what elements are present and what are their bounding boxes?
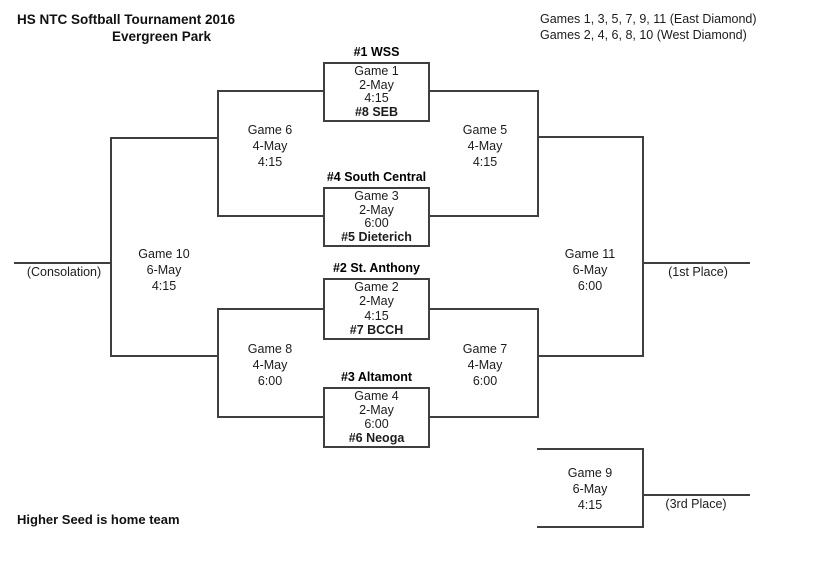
game1-box: Game 1 2-May 4:15 #8 SEB bbox=[323, 62, 430, 122]
game11-time: 6:00 bbox=[577, 279, 603, 293]
game6-bracket-vertical bbox=[217, 90, 219, 217]
game4-time: 6:00 bbox=[364, 417, 389, 431]
game6-feed-connector bbox=[110, 137, 219, 139]
game9-time: 4:15 bbox=[577, 498, 603, 512]
game5-feed-connector bbox=[537, 136, 644, 138]
game1-top-seed: #1 WSS bbox=[353, 45, 400, 59]
game5-label-group: Game 5 4-May 4:15 bbox=[435, 122, 535, 170]
third-place-label: (3rd Place) bbox=[665, 497, 727, 511]
consolation-line bbox=[14, 262, 112, 264]
game4-left-connector bbox=[217, 416, 325, 418]
game8-date: 4-May bbox=[252, 358, 288, 372]
game9-bottom-connector bbox=[537, 526, 644, 528]
game6-time: 4:15 bbox=[257, 155, 283, 169]
game10-time: 4:15 bbox=[151, 279, 177, 293]
game8-bracket-vertical bbox=[217, 308, 219, 418]
game4-top-seed: #3 Altamont bbox=[340, 370, 413, 384]
game9-bracket-vertical bbox=[642, 448, 644, 528]
game10-label-group: Game 10 6-May 4:15 bbox=[114, 246, 214, 294]
game4-bottom-seed: #6 Neoga bbox=[348, 431, 405, 445]
game2-right-connector bbox=[428, 308, 537, 310]
third-place-line bbox=[642, 494, 750, 496]
game10-bracket-vertical bbox=[110, 137, 112, 357]
venue-subtitle: Evergreen Park bbox=[112, 29, 212, 44]
game3-date: 2-May bbox=[359, 202, 394, 217]
game7-label: Game 7 bbox=[462, 342, 508, 356]
game3-left-connector bbox=[217, 215, 325, 217]
game6-label-group: Game 6 4-May 4:15 bbox=[220, 122, 320, 170]
game2-bottom-seed: #7 BCCH bbox=[349, 322, 404, 337]
game7-date: 4-May bbox=[467, 358, 503, 372]
game1-date: 2-May bbox=[359, 77, 394, 92]
game2-top-seed: #2 St. Anthony bbox=[332, 261, 421, 275]
game2-date: 2-May bbox=[359, 294, 394, 309]
game6-label: Game 6 bbox=[247, 123, 293, 137]
game4-box: Game 4 2-May 6:00 #6 Neoga bbox=[323, 387, 430, 448]
game4-label: Game 4 bbox=[354, 389, 399, 403]
game2-label: Game 2 bbox=[354, 280, 399, 295]
game3-top-seed: #4 South Central bbox=[326, 170, 427, 184]
game10-label: Game 10 bbox=[138, 247, 190, 261]
first-place-label: (1st Place) bbox=[668, 265, 728, 279]
game7-label-group: Game 7 4-May 6:00 bbox=[435, 341, 535, 389]
game7-feed-connector bbox=[537, 355, 644, 357]
game8-label: Game 8 bbox=[247, 342, 293, 356]
game1-label: Game 1 bbox=[354, 63, 399, 78]
game3-time: 6:00 bbox=[364, 216, 389, 231]
game1-time: 4:15 bbox=[364, 91, 389, 106]
game1-left-connector bbox=[217, 90, 325, 92]
game3-bottom-seed: #5 Dieterich bbox=[341, 230, 412, 245]
game7-bracket-vertical bbox=[537, 308, 539, 418]
game8-feed-connector bbox=[110, 355, 219, 357]
game3-box: Game 3 2-May 6:00 #5 Dieterich bbox=[323, 187, 430, 247]
game5-time: 4:15 bbox=[472, 155, 498, 169]
game9-label: Game 9 bbox=[567, 466, 613, 480]
game9-date: 6-May bbox=[572, 482, 608, 496]
east-diamond-note: Games 1, 3, 5, 7, 9, 11 (East Diamond) bbox=[540, 12, 757, 26]
game1-bottom-seed: #8 SEB bbox=[354, 105, 399, 120]
game2-box: Game 2 2-May 4:15 #7 BCCH bbox=[323, 278, 430, 340]
game1-right-connector bbox=[428, 90, 537, 92]
consolation-label: (Consolation) bbox=[26, 265, 102, 279]
tournament-title: HS NTC Softball Tournament 2016 bbox=[17, 12, 236, 27]
game8-label-group: Game 8 4-May 6:00 bbox=[220, 341, 320, 389]
game5-label: Game 5 bbox=[462, 123, 508, 137]
game5-bracket-vertical bbox=[537, 90, 539, 217]
game8-time: 6:00 bbox=[257, 374, 283, 388]
game2-time: 4:15 bbox=[364, 308, 389, 323]
home-team-note: Higher Seed is home team bbox=[17, 512, 180, 527]
game9-label-group: Game 9 6-May 4:15 bbox=[540, 465, 640, 513]
game3-right-connector bbox=[428, 215, 537, 217]
game3-label: Game 3 bbox=[354, 188, 399, 203]
game9-top-connector bbox=[537, 448, 644, 450]
west-diamond-note: Games 2, 4, 6, 8, 10 (West Diamond) bbox=[540, 28, 747, 42]
first-place-line bbox=[642, 262, 750, 264]
game11-bracket-vertical bbox=[642, 136, 644, 357]
game4-right-connector bbox=[428, 416, 537, 418]
game2-left-connector bbox=[217, 308, 325, 310]
game10-date: 6-May bbox=[146, 263, 182, 277]
game5-date: 4-May bbox=[467, 139, 503, 153]
game11-date: 6-May bbox=[572, 263, 608, 277]
game7-time: 6:00 bbox=[472, 374, 498, 388]
game11-label: Game 11 bbox=[564, 247, 616, 261]
game11-label-group: Game 11 6-May 6:00 bbox=[540, 246, 640, 294]
game4-date: 2-May bbox=[359, 403, 394, 417]
game6-date: 4-May bbox=[252, 139, 288, 153]
